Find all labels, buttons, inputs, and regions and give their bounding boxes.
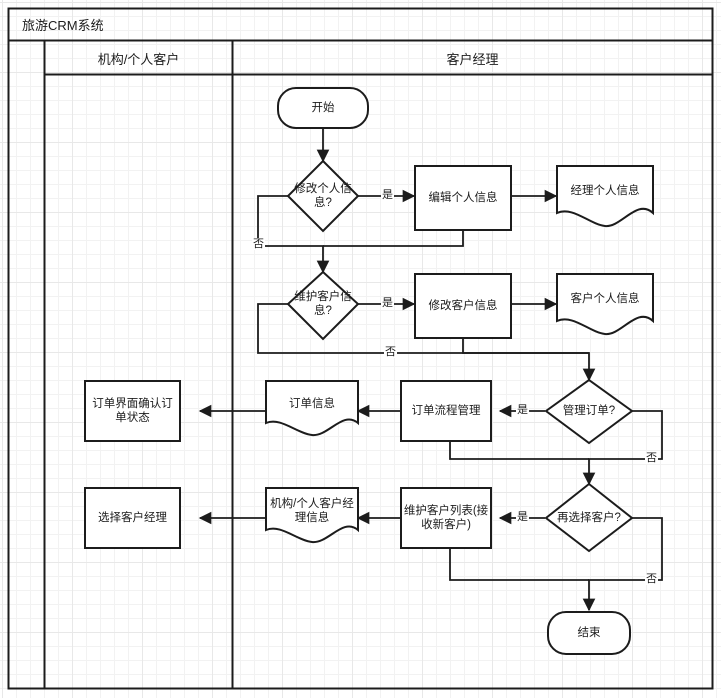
edge-label-yes-2: 是 — [381, 297, 394, 309]
edge-manage-order-q-no — [582, 410, 663, 486]
lane-title-manager: 客户经理 — [446, 51, 499, 67]
node-manage-order-q[interactable] — [544, 378, 634, 445]
node-select-cust-mgr[interactable] — [84, 487, 181, 549]
node-manager-profile[interactable] — [556, 165, 654, 228]
edge-maint-cust-q-no — [257, 303, 596, 382]
node-order-info[interactable] — [265, 380, 359, 437]
node-cust-profile[interactable] — [556, 273, 654, 336]
edge-label-no-2: 否 — [384, 346, 397, 358]
node-order-flow-mgmt[interactable] — [400, 380, 492, 442]
node-edit-self[interactable] — [414, 165, 512, 231]
node-cust-mgr-info[interactable] — [265, 487, 359, 544]
node-edit-self-q[interactable] — [286, 159, 360, 233]
node-end[interactable] — [547, 611, 631, 655]
node-modify-cust[interactable] — [414, 273, 512, 339]
node-order-confirm[interactable] — [84, 380, 181, 442]
node-maint-cust-q[interactable] — [286, 270, 360, 341]
node-reselect-cust-q[interactable] — [544, 482, 634, 553]
edge-label-yes-1: 是 — [381, 189, 394, 201]
edge-edit-self-return — [323, 230, 464, 247]
lane-title-customer: 机构/个人客户 — [97, 51, 180, 67]
edge-reselect-cust-q-no — [582, 517, 663, 612]
node-start[interactable] — [277, 87, 369, 129]
node-maint-cust-list[interactable] — [400, 487, 492, 549]
edge-maint-list-return — [449, 548, 589, 581]
pool-title: 旅游CRM系统 — [22, 17, 104, 33]
swimlane-pool — [7, 7, 714, 690]
edge-order-flow-return — [449, 441, 589, 460]
edge-label-yes-4: 是 — [516, 511, 529, 523]
edge-label-no-4: 否 — [645, 573, 658, 585]
edge-label-yes-3: 是 — [516, 404, 529, 416]
edge-label-no-1: 否 — [252, 238, 265, 250]
edge-label-no-3: 否 — [645, 452, 658, 464]
